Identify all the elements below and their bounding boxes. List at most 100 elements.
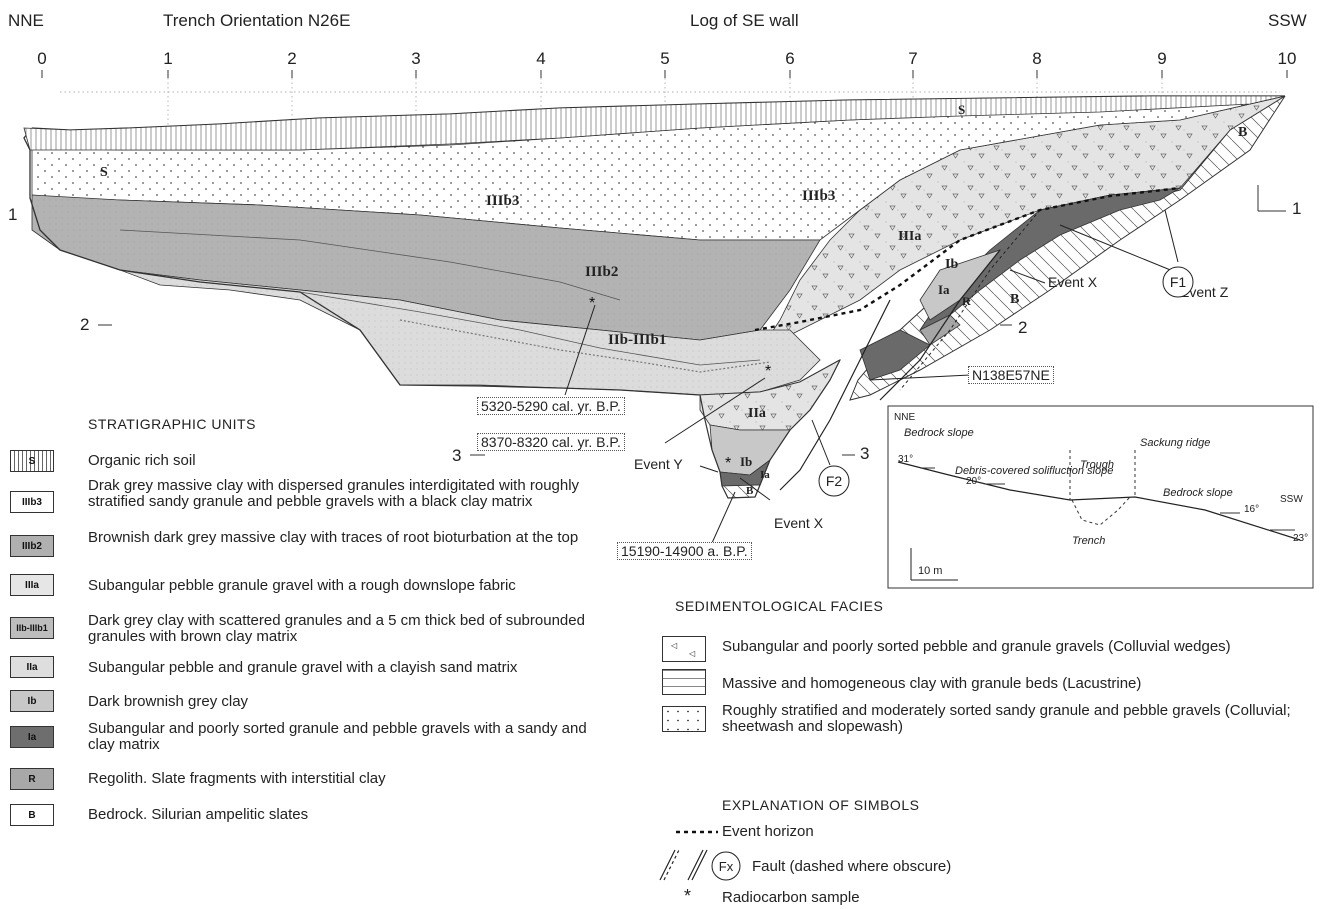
event-y-label: Event Y [634, 456, 683, 472]
label-s2: S [958, 102, 965, 117]
header-nne: NNE [8, 11, 44, 30]
label-b: B [1010, 292, 1019, 307]
inset-trench: Trench [1072, 535, 1105, 547]
symbols-title: EXPLANATION OF SIMBOLS [722, 797, 920, 813]
inset-nne: NNE [894, 412, 915, 423]
label-s: S [100, 165, 108, 180]
symbol-text-radiocarbon: Radiocarbon sample [722, 889, 860, 906]
fault-f1-label: F1 [1170, 274, 1187, 290]
legend-box-iib-iiib1: IIb-IIIb1 [10, 617, 54, 639]
unit-labels: S IIIb3 IIIb3 IIIb2 IIb-IIIb1 IIIa IIa I… [100, 102, 1247, 497]
radiocarbon-star: * [725, 455, 731, 472]
facies-box-colluvial: ◁ ◁ [662, 636, 706, 662]
legend-text-iiib3: Drak grey massive clay with dispersed gr… [88, 477, 580, 510]
scale-x-5: 5 [660, 49, 669, 68]
scale-y-1-right: 1 [1292, 199, 1301, 218]
symbol-text-fault: Fault (dashed where obscure) [752, 858, 952, 875]
inset-angle-23: 23° [1293, 533, 1308, 544]
header-ssw: SSW [1268, 11, 1307, 30]
inset-angle-20: 20° [966, 476, 981, 487]
inset-scale: 10 m [918, 565, 942, 577]
legend-text-iiia: Subangular pebble granule gravel with a … [88, 577, 516, 594]
callout-arrows [564, 209, 1191, 544]
scale-y-2-left: 2 [80, 315, 89, 334]
label-iib-iiib1: IIb-IIIb1 [608, 332, 666, 348]
scale-x-6: 6 [785, 49, 794, 68]
label-iia: IIa [748, 406, 766, 421]
label-r: R [962, 294, 971, 308]
unit-ia-lower [859, 329, 931, 381]
header-orientation: Trench Orientation N26E [163, 11, 350, 30]
inset-bedrock-slope-1: Bedrock slope [904, 427, 974, 439]
legend-text-b: Bedrock. Silurian ampelitic slates [88, 806, 309, 823]
label-ib: Ib [945, 257, 958, 272]
inset-trough: Trough [1080, 459, 1114, 471]
scale-x-1: 1 [163, 49, 172, 68]
fault-f2-marker [818, 465, 850, 497]
inset-bedrock-slope-2: Bedrock slope [1163, 487, 1233, 499]
legend-box-ib: Ib [10, 690, 54, 712]
radiocarbon-star: * [765, 363, 771, 380]
legend-text-s: Organic rich soil [88, 452, 196, 469]
scale-x-0: 0 [37, 49, 46, 68]
scale-x-2: 2 [287, 49, 296, 68]
fault-f2-label: F2 [826, 473, 843, 489]
scale-x-9: 9 [1157, 49, 1166, 68]
scale-y-3-left: 3 [452, 446, 461, 465]
legend-box-iiib2: IIIb2 [10, 535, 54, 557]
scale-x-8: 8 [1032, 49, 1041, 68]
scale-x-7: 7 [908, 49, 917, 68]
header-title: Log of SE wall [690, 11, 799, 30]
legend-text-ia: Subangular and poorly sorted granule and… [88, 720, 587, 753]
scale-y-1-left: 1 [8, 205, 17, 224]
label-iiib3-b: IIIb3 [802, 188, 835, 204]
label-iiib3-a: IIIb3 [486, 193, 519, 209]
facies-text-sheetwash: Roughly stratified and moderately sorted… [722, 702, 1291, 735]
date-box-3: 15190-14900 a. B.P. [617, 542, 752, 560]
unit-iib-iiib1 [119, 269, 821, 396]
label-iiib2: IIIb2 [585, 264, 618, 280]
scale-x-4: 4 [536, 49, 545, 68]
date-box-2: 8370-8320 cal. yr. B.P. [477, 433, 625, 451]
event-x2-label: Event X [774, 515, 824, 531]
inset-angle-16: 16° [1244, 504, 1259, 515]
inset-angle-31: 31° [898, 454, 913, 465]
scale-y-3-right: 3 [860, 444, 869, 463]
sedimentological-title: SEDIMENTOLOGICAL FACIES [675, 598, 884, 614]
date-box-1: 5320-5290 cal. yr. B.P. [477, 397, 625, 415]
legend-box-ia: Ia [10, 726, 54, 748]
legend-box-r: R [10, 768, 54, 790]
facies-box-lacustrine [662, 669, 706, 695]
symbol-text-event-horizon: Event horizon [722, 823, 814, 840]
legend-box-iiia: IIIa [10, 574, 54, 596]
fault-orientation-box: N138E57NE [968, 366, 1054, 384]
facies-box-sheetwash [662, 706, 706, 732]
legend-text-ib: Dark brownish grey clay [88, 693, 249, 710]
event-x-label: Event X [1048, 274, 1098, 290]
label-iiia: IIIa [898, 229, 921, 244]
legend-text-r: Regolith. Slate fragments with interstit… [88, 770, 386, 787]
fault-symbol [659, 849, 708, 881]
legend-text-iib-iiib1: Dark grey clay with scattered granules a… [88, 612, 585, 645]
unit-s-soil [23, 95, 1286, 151]
lower-trench-outline [699, 359, 841, 499]
legend-box-iiib3: IIIb3 [10, 491, 54, 513]
scale-x-10: 10 [1278, 49, 1297, 68]
label-ib2: Ib [740, 454, 752, 469]
fault-code-label: Fx [719, 859, 734, 874]
radiocarbon-legend-star: * [684, 886, 691, 906]
scale-y-2-right: 2 [1018, 318, 1027, 337]
label-b3: B [746, 485, 754, 497]
legend-box-iia: IIa [10, 656, 54, 678]
radiocarbon-markers: * * * [589, 295, 771, 472]
legend-box-s: S [10, 450, 54, 472]
inset-ssw: SSW [1280, 494, 1303, 505]
legend-box-b: B [10, 804, 54, 826]
facies-text-lacustrine: Massive and homogeneous clay with granul… [722, 675, 1142, 692]
radiocarbon-star: * [589, 295, 595, 312]
inset-profile: NNE SSW [887, 405, 1314, 589]
unit-b-bottom [721, 484, 761, 499]
label-ia2: Ia [760, 469, 770, 481]
label-ia: Ia [938, 282, 950, 297]
